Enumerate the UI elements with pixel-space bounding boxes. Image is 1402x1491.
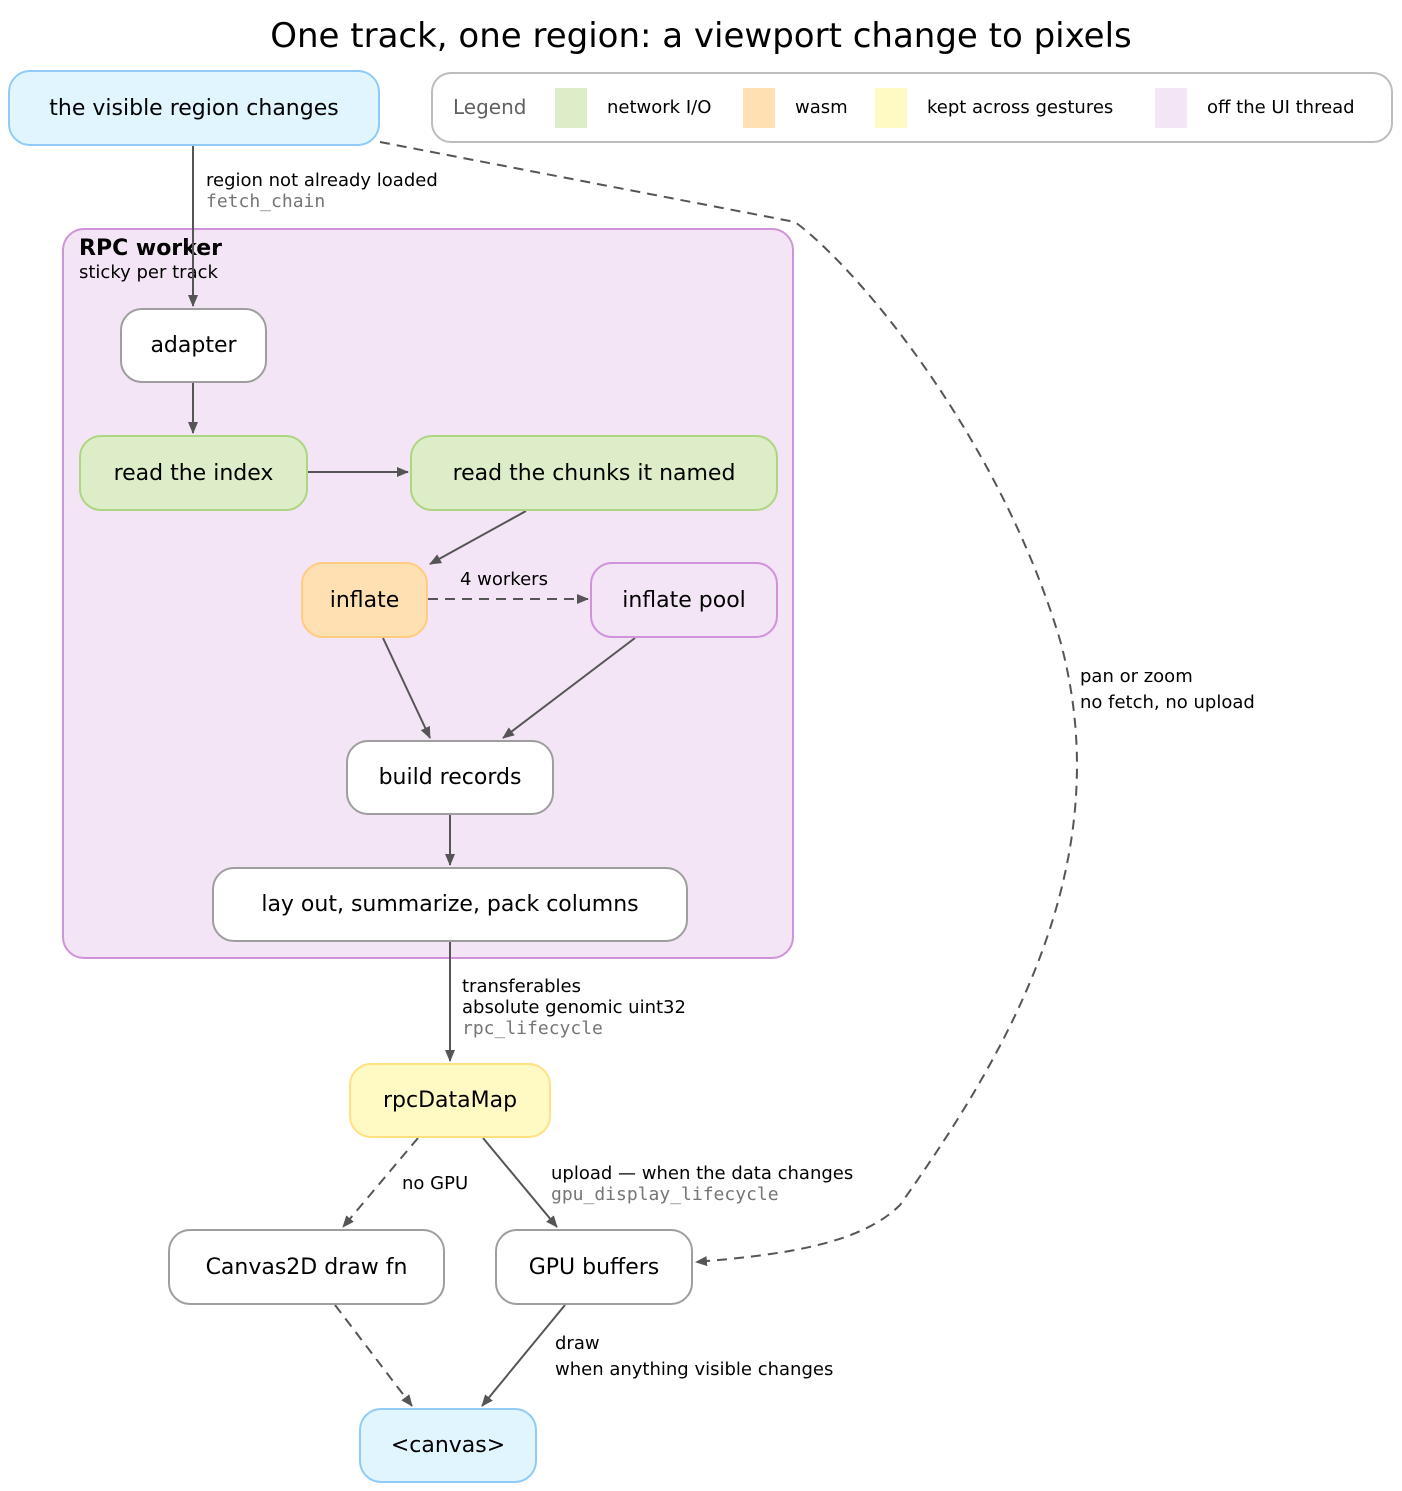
edge-label-layout-map: transferables absolute genomic uint32 rp…: [462, 976, 686, 1039]
node-rpc-data-map: rpcDataMap: [349, 1063, 551, 1138]
legend-title: Legend: [453, 95, 527, 119]
legend-swatch-kept: [875, 88, 907, 128]
diagram-title: One track, one region: a viewport change…: [270, 16, 1132, 56]
edge-label-text: draw: [555, 1333, 600, 1354]
legend-label-network: network I/O: [607, 97, 712, 118]
edge-label-code: rpc_lifecycle: [462, 1018, 603, 1039]
edge-region-gpu: [379, 141, 1078, 1267]
edge-label-text-2: when anything visible changes: [555, 1359, 834, 1380]
edge-label-inflate-pool: 4 workers: [460, 569, 548, 590]
legend-label-offthread: off the UI thread: [1207, 97, 1355, 118]
edge-label-text-2: absolute genomic uint32: [462, 997, 686, 1018]
node-build-records: build records: [346, 740, 554, 815]
node-canvas2d-draw: Canvas2D draw fn: [168, 1229, 445, 1305]
edge-inflate-build: [382, 637, 431, 739]
edge-label-text: 4 workers: [460, 569, 548, 590]
node-inflate: inflate: [301, 562, 428, 638]
edge-map-gpu: [482, 1137, 558, 1228]
legend-swatch-offthread: [1155, 88, 1187, 128]
node-read-index: read the index: [79, 435, 308, 511]
legend-swatch-network: [555, 88, 587, 128]
edge-label-map-gpu: upload — when the data changes gpu_displ…: [551, 1163, 853, 1205]
edge-label-gpu-canvas: draw when anything visible changes: [555, 1331, 833, 1383]
node-adapter: adapter: [120, 308, 267, 383]
legend-label-wasm: wasm: [795, 97, 848, 118]
edge-gpu-canvas: [481, 1304, 566, 1407]
edge-label-text: transferables: [462, 976, 581, 997]
edge-label-text: upload — when the data changes: [551, 1163, 854, 1184]
node-layout: lay out, summarize, pack columns: [212, 867, 688, 942]
edge-map-canvas2d: [342, 1137, 419, 1228]
legend: [431, 72, 1393, 143]
edge-label-text: no GPU: [402, 1173, 469, 1194]
edge-label-code: gpu_display_lifecycle: [551, 1184, 779, 1205]
node-read-chunks: read the chunks it named: [410, 435, 778, 511]
edge-label-code: fetch_chain: [206, 191, 326, 212]
edge-label-text: region not already loaded: [206, 170, 438, 191]
node-gpu-buffers: GPU buffers: [495, 1229, 693, 1305]
edge-canvas2d-canvas: [334, 1304, 413, 1407]
edge-label-region-gpu: pan or zoom no fetch, no upload: [1080, 664, 1255, 716]
node-canvas: <canvas>: [359, 1408, 537, 1483]
cluster-title: RPC worker: [79, 236, 222, 261]
edge-label-text-2: no fetch, no upload: [1080, 692, 1255, 713]
node-region-changes: the visible region changes: [8, 70, 380, 146]
node-inflate-pool: inflate pool: [590, 562, 778, 638]
legend-swatch-wasm: [743, 88, 775, 128]
edge-label-map-canvas2d: no GPU: [402, 1173, 468, 1194]
edge-label-text: pan or zoom: [1080, 666, 1193, 687]
edge-chunks-inflate: [429, 510, 527, 565]
edge-pool-build: [502, 637, 636, 739]
edge-label-region-adapter: region not already loaded fetch_chain: [206, 170, 438, 212]
cluster-subtitle: sticky per track: [79, 262, 218, 283]
legend-label-kept: kept across gestures: [927, 97, 1114, 118]
